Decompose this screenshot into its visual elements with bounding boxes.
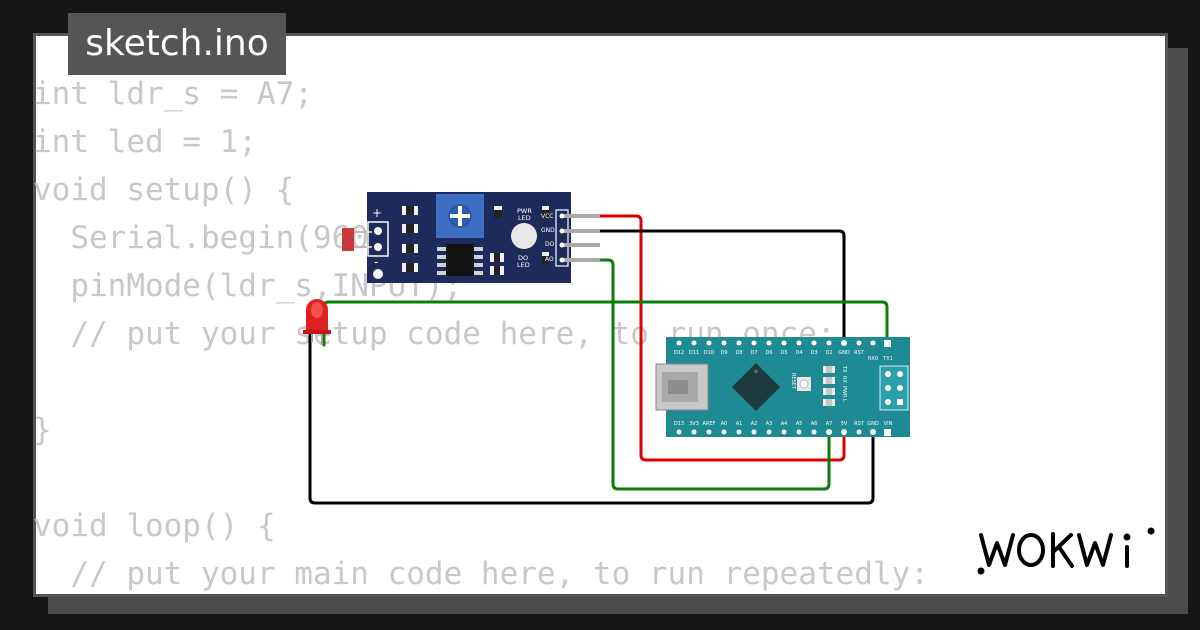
nano-pin-label: D2 xyxy=(825,350,832,356)
nano-pin-label: A6 xyxy=(811,421,818,427)
nano-pin-label: D3 xyxy=(810,350,817,356)
nano-pin-label: GND xyxy=(867,421,879,427)
code-line: int led = 1; xyxy=(33,124,257,160)
code-line: int ldr_s = A7; xyxy=(33,76,313,112)
code-line: void setup() { xyxy=(33,172,295,208)
nano-pin-label: A7 xyxy=(826,421,833,427)
nano-pin-label: D10 xyxy=(704,350,714,356)
sensor-minus-label: - xyxy=(374,255,378,269)
nano-pin-label: RST xyxy=(854,350,865,356)
sensor-pin-label: AO xyxy=(545,256,554,263)
nano-pin-label: A0 xyxy=(721,421,728,427)
led-label: L xyxy=(841,399,847,402)
pwr-led-label: PWR xyxy=(517,207,532,215)
reset-button xyxy=(799,379,809,389)
wire-vcc-5v xyxy=(598,214,846,462)
nano-pin-label: A3 xyxy=(766,421,773,427)
pwr-led-label: LED xyxy=(518,214,531,222)
nano-pin-label: 3V3 xyxy=(689,421,699,427)
code-line: void loop() { xyxy=(33,508,276,544)
sensor-pin-label: GND xyxy=(541,227,555,234)
nano-pin-label: TX1 xyxy=(882,356,893,362)
nano-pin-label: GND xyxy=(838,350,850,356)
wire-ao-a7 xyxy=(598,258,831,491)
nano-pin-label: D6 xyxy=(765,350,772,356)
nano-pin-label: D11 xyxy=(689,350,699,356)
nano-pin-label: D5 xyxy=(780,350,787,356)
nano-pin-label: D13 xyxy=(674,421,684,427)
led-label: TX xyxy=(841,365,847,373)
nano-pin-label: D7 xyxy=(750,350,757,356)
sensor-led xyxy=(511,223,537,249)
wokwi-logo xyxy=(977,527,1155,575)
nano-pin-label: A5 xyxy=(796,421,803,427)
code-line: } xyxy=(33,412,52,448)
do-led-label: DO xyxy=(518,254,528,262)
nano-pin-label: D9 xyxy=(720,350,727,356)
sensor-pin-label: VCC xyxy=(541,213,553,220)
nano-pin-label: D4 xyxy=(795,350,802,356)
led-label: PWR xyxy=(841,386,847,398)
nano-pin-label: D12 xyxy=(674,350,684,356)
nano-pin-label: A2 xyxy=(751,421,758,427)
wire-gnd-gnd xyxy=(598,229,846,347)
nano-pin-label: RX0 xyxy=(868,356,878,362)
nano-pin-label: AREF xyxy=(703,421,716,427)
photoresistor xyxy=(342,228,354,251)
code-line: Serial.begin(9600); xyxy=(33,220,425,256)
do-led-label: LED xyxy=(517,261,530,269)
code-line: // put your main code here, to run repea… xyxy=(33,556,929,592)
nano-pin-label: RST xyxy=(854,421,865,427)
sensor-pin-label: DO xyxy=(545,241,555,248)
reset-label: RESET xyxy=(790,373,796,390)
ldr-sensor-module: + - PWR LED DO LED VCC GND DO AO xyxy=(342,192,600,283)
nano-pin-label: A4 xyxy=(781,421,788,427)
sensor-plus-label: + xyxy=(372,206,382,220)
arduino-nano: RESET TX RX PWR L xyxy=(655,337,910,437)
microcontroller-chip xyxy=(731,362,781,412)
nano-pin-label: D8 xyxy=(735,350,742,356)
nano-pin-label: A1 xyxy=(736,421,743,427)
comparator-chip xyxy=(446,244,474,276)
nano-pin-label: VIN xyxy=(884,421,893,427)
nano-pin-label: 5V xyxy=(841,421,848,427)
led-label: RX xyxy=(841,376,847,383)
sketch-title: sketch.ino xyxy=(68,13,286,75)
wire-led-gnd xyxy=(308,328,875,505)
code-preview: int ldr_s = A7; int led = 1; void setup(… xyxy=(33,70,929,598)
red-led xyxy=(303,299,331,345)
